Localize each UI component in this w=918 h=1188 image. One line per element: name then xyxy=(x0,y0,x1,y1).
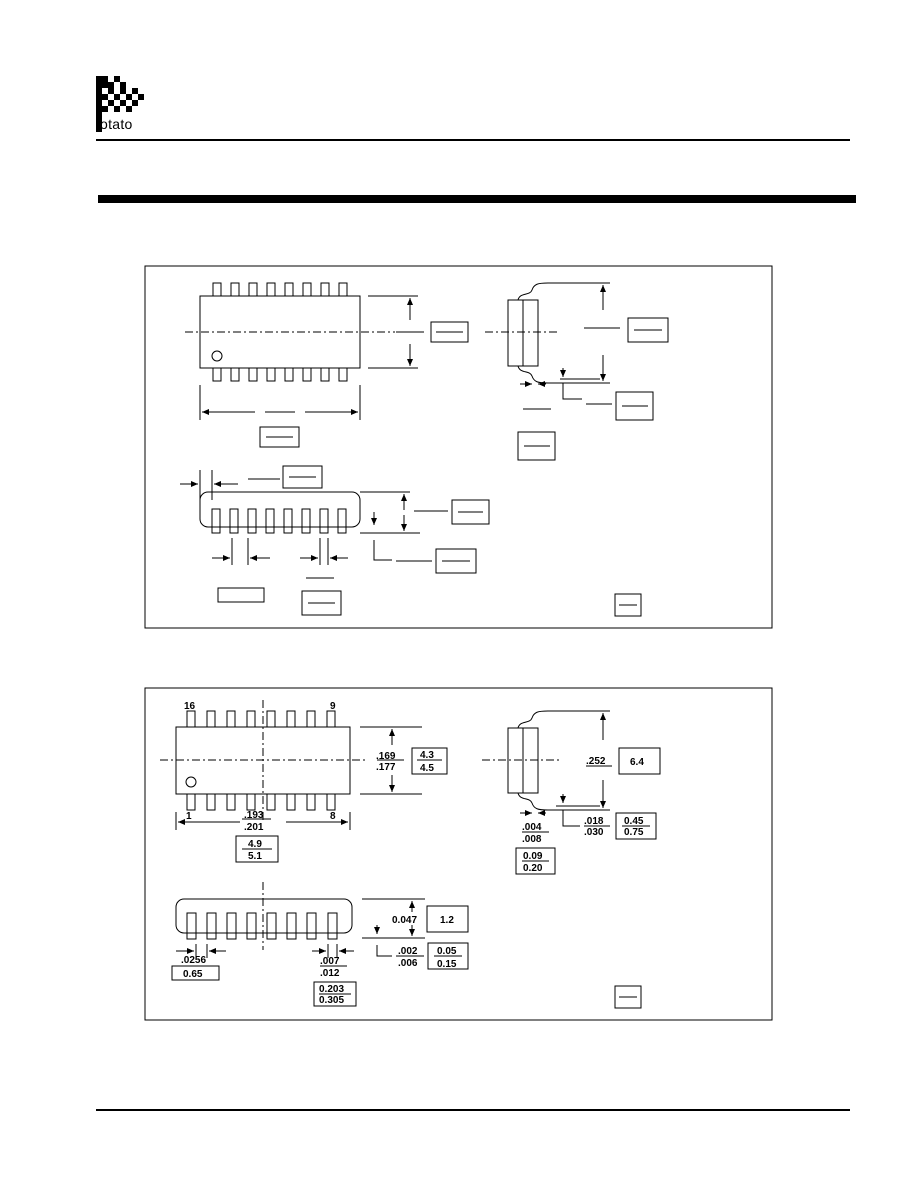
pin-label-9: 9 xyxy=(330,701,336,712)
height-mm: 1.2 xyxy=(440,915,454,926)
lead-foot-in-max: .030 xyxy=(584,827,604,838)
body-width-in-max: .177 xyxy=(376,762,396,773)
lead-width-in-min: .007 xyxy=(320,956,340,967)
body-length-in-max: .201 xyxy=(244,822,264,833)
footer-rule xyxy=(96,1109,850,1111)
pin-label-8: 8 xyxy=(330,811,336,822)
lead-thick-in-max: .008 xyxy=(522,834,542,845)
body-length-mm-min: 4.9 xyxy=(248,839,262,850)
lead-thick-mm-min: 0.09 xyxy=(523,851,543,862)
standoff-mm-max: 0.15 xyxy=(437,959,457,970)
standoff-mm-min: 0.05 xyxy=(437,946,457,957)
fig1-top-view xyxy=(185,282,469,448)
lead-foot-in-min: .018 xyxy=(584,816,604,827)
height-in: 0.047 xyxy=(392,915,417,926)
lead-width-mm-max: 0.305 xyxy=(319,995,344,1006)
pitch-mm: 0.65 xyxy=(183,969,203,980)
standoff-in-min: .002 xyxy=(398,946,418,957)
potato-logo-icon xyxy=(96,76,144,132)
lead-width-in-max: .012 xyxy=(320,968,340,979)
figure-1 xyxy=(144,265,773,629)
figure-2 xyxy=(144,687,773,1021)
lead-foot-mm-max: 0.75 xyxy=(624,827,644,838)
body-width-mm-min: 4.3 xyxy=(420,750,434,761)
overall-width-in: .252 xyxy=(586,756,606,767)
section-divider xyxy=(98,195,856,203)
body-width-mm-max: 4.5 xyxy=(420,763,434,774)
fig2-top-view xyxy=(160,700,448,863)
body-length-mm-max: 5.1 xyxy=(248,851,262,862)
body-width-in-min: .169 xyxy=(376,751,396,762)
logo-wordmark: otato xyxy=(100,116,133,132)
fig2-side-view xyxy=(482,710,661,875)
body-length-in-min: .193 xyxy=(244,810,264,821)
standoff-in-max: .006 xyxy=(398,958,418,969)
pitch-in: .0256 xyxy=(181,955,206,966)
overall-width-mm: 6.4 xyxy=(630,757,644,768)
fig1-side-view xyxy=(485,282,669,461)
pin-label-16: 16 xyxy=(184,701,196,712)
lead-thick-mm-max: 0.20 xyxy=(523,863,543,874)
fig2-front-view xyxy=(171,882,642,1009)
lead-thick-in-min: .004 xyxy=(522,822,542,833)
fig1-front-view xyxy=(180,465,642,617)
header-rule xyxy=(96,139,850,141)
pin-label-1: 1 xyxy=(186,811,192,822)
lead-foot-mm-min: 0.45 xyxy=(624,816,644,827)
lead-width-mm-min: 0.203 xyxy=(319,984,344,995)
